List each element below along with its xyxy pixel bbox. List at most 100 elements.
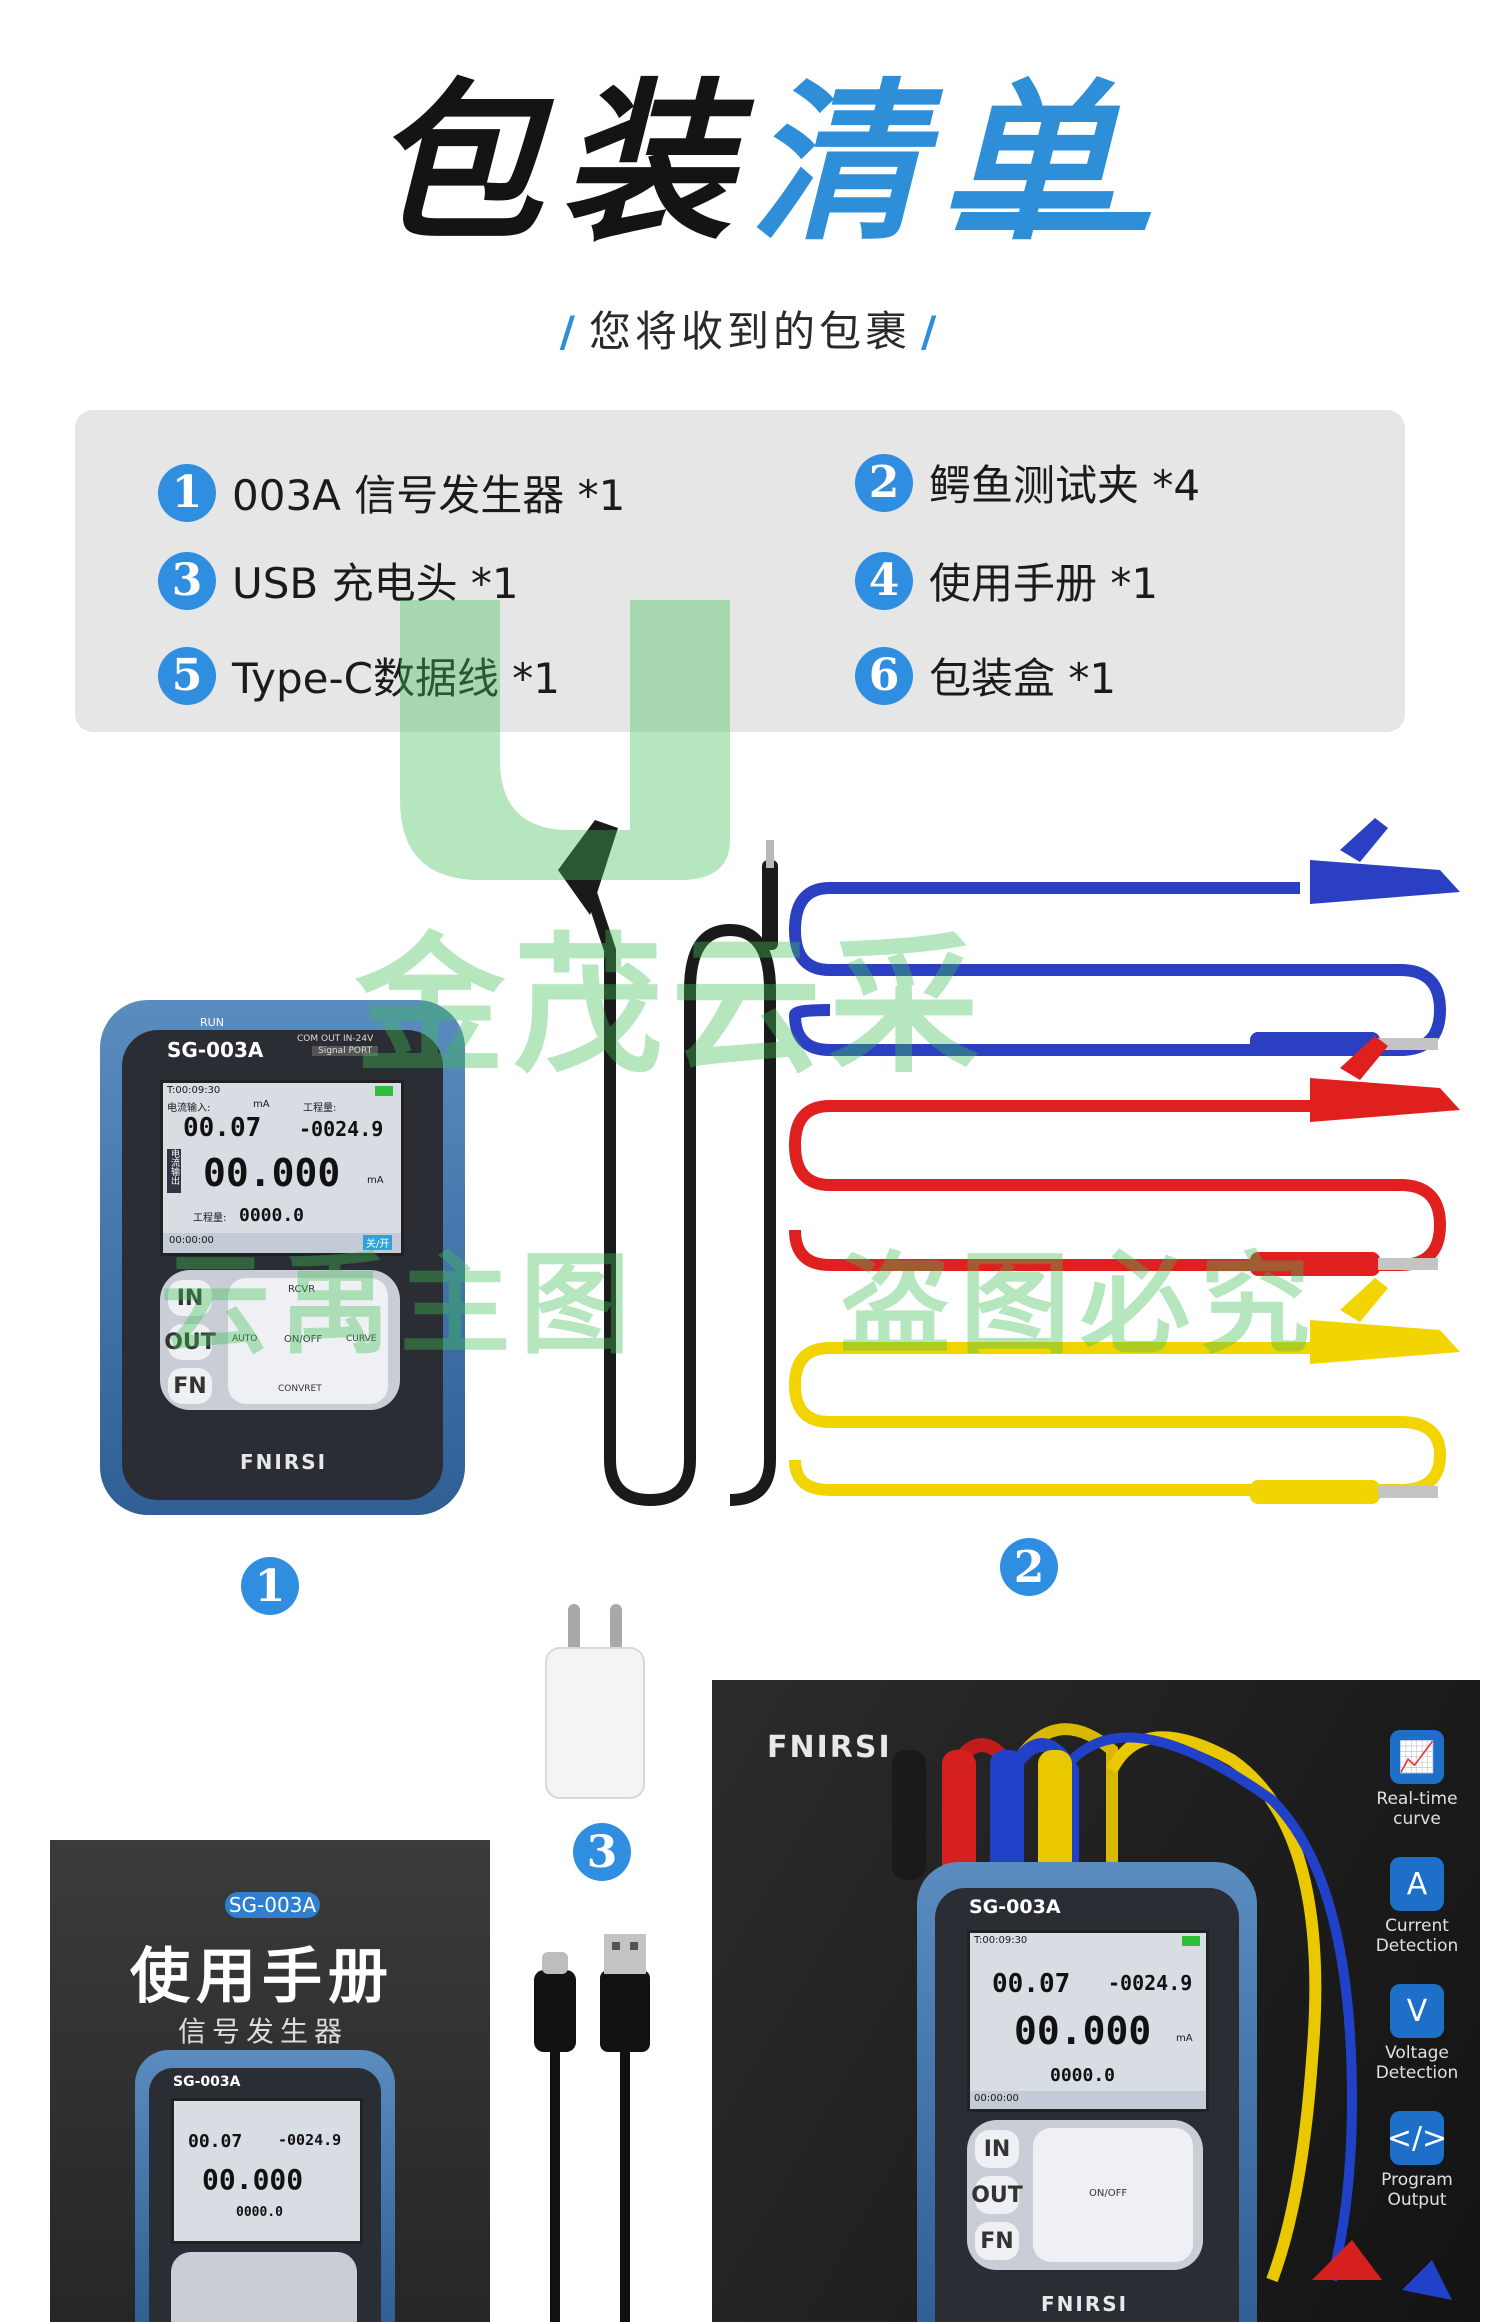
box-lcd-small: 00.07: [992, 1969, 1071, 1999]
manual-model-badge: SG-003A: [225, 1892, 320, 1918]
device-lcd-screen: T:00:09:30 电流输入: mA 工程量: 00.07 -0024.9 电…: [160, 1080, 404, 1256]
black-plug-tip-icon: [766, 840, 774, 868]
red-clip-lever-icon: [1340, 1036, 1388, 1080]
feature-program-output: </> Program Output: [1367, 2111, 1467, 2210]
lcd-value-range-2: 0000.0: [239, 1205, 305, 1226]
manual-device-image: SG-003A 00.07 -0024.9 00.000 0000.0: [135, 2050, 395, 2322]
contents-item-5: 5 Type-C数据线 *1: [158, 645, 560, 706]
feature-voltage-detection: V Voltage Detection: [1367, 1984, 1467, 2083]
blue-alligator-clip-icon: [1310, 860, 1460, 904]
lcd-input-label: 电流输入:: [167, 1103, 211, 1114]
box-leads-graphic: [892, 1723, 1452, 2300]
lcd-value-small: 00.07: [183, 1113, 262, 1143]
box-lcd-unit: mA: [1176, 2033, 1193, 2044]
callout-2: 2: [1000, 1538, 1058, 1596]
watermark-text-3: 盗图必究: [840, 1241, 1320, 1369]
fn-key: FN: [168, 1368, 212, 1404]
box-device-screen: T:00:09:30 00.07 -0024.9 00.000 mA 0000.…: [967, 1930, 1209, 2112]
manual-subtitle: 信号发生器: [178, 2015, 349, 2048]
item-label: 003A 信号发生器 *1: [232, 471, 626, 520]
user-manual: SG-003A 使用手册 信号发生器 SG-003A 00.07 -0024.9…: [50, 1840, 490, 2322]
ammeter-icon: A: [1390, 1857, 1444, 1912]
page-title: 包装清单: [0, 78, 1500, 250]
device-keypad: IN OUT FN RCVR AUTO ON/OFF CURVE CONVRET: [160, 1270, 400, 1410]
yellow-clip-lever-icon: [1340, 1278, 1388, 1322]
item-label: 鳄鱼测试夹 *4: [929, 461, 1201, 510]
box-lcd-big: 00.000: [1014, 2009, 1152, 2053]
box-in-key: IN: [975, 2130, 1019, 2168]
red-plug-tip-icon: [1378, 1258, 1438, 1270]
device-dpad: RCVR AUTO ON/OFF CURVE CONVRET: [228, 1278, 388, 1404]
feature-realtime-curve: 📈 Real-time curve: [1367, 1730, 1467, 1829]
lcd-unit: mA: [253, 1099, 270, 1110]
lcd-value-range: -0024.9: [299, 1117, 384, 1141]
type-c-cable-icon: [534, 1934, 650, 2322]
lcd-side-label: 电流输出: [167, 1149, 181, 1193]
box-device-brand: FNIRSI: [1041, 2292, 1129, 2316]
lcd-value-big: 00.000: [203, 1151, 341, 1195]
device-run-indicator: RUN: [200, 1016, 224, 1029]
box-lcd-status-time: 00:00:00: [974, 2093, 1019, 2104]
contents-item-3: 3 USB 充电头 *1: [158, 550, 519, 611]
contents-item-1: 1 003A 信号发生器 *1: [158, 462, 625, 523]
box-lcd-range2: 0000.0: [1050, 2065, 1116, 2086]
manual-device-model: SG-003A: [173, 2074, 241, 2090]
manual-device-front: SG-003A 00.07 -0024.9 00.000 0000.0: [149, 2068, 381, 2322]
device-model-label: SG-003A: [167, 1038, 264, 1062]
red-banana-plug-icon: [1250, 1252, 1380, 1276]
black-lead-cable: [574, 858, 776, 1507]
item-label: 包装盒 *1: [929, 654, 1117, 703]
manual-device-screen: 00.07 -0024.9 00.000 0000.0: [171, 2098, 363, 2244]
manual-lcd-range2: 0000.0: [236, 2205, 283, 2220]
feature-current-detection: A Current Detection: [1367, 1857, 1467, 1956]
contents-item-2: 2 鳄鱼测试夹 *4: [855, 452, 1200, 513]
yellow-plug-tip-icon: [1378, 1486, 1438, 1498]
box-device-dpad: ON/OFF: [1033, 2128, 1193, 2262]
dpad-up-label: RCVR: [288, 1284, 316, 1295]
packaging-box: FNIRSI SG-003A T:00:09:30 00.07 -0024.9 …: [712, 1680, 1480, 2322]
yellow-banana-plug-icon: [1250, 1480, 1380, 1504]
item-number-badge: 5: [158, 646, 216, 705]
item-label: 使用手册 *1: [929, 559, 1159, 608]
yellow-lead-cable: [788, 1342, 1447, 1496]
black-banana-plug-icon: [762, 860, 778, 950]
contents-item-6: 6 包装盒 *1: [855, 645, 1116, 706]
watermark-text-2: 云禹主图: [160, 1241, 640, 1369]
red-alligator-clip-icon: [1310, 1078, 1460, 1122]
box-device-image: SG-003A T:00:09:30 00.07 -0024.9 00.000 …: [917, 1862, 1257, 2322]
usb-charger-icon: [545, 1604, 645, 1799]
box-lcd-range: -0024.9: [1108, 1971, 1193, 1995]
item-label: Type-C数据线 *1: [232, 654, 561, 703]
watermark-text-1: 金茂云采: [355, 920, 988, 1094]
lcd-range-label-2: 工程量:: [193, 1213, 227, 1224]
box-lcd-time: T:00:09:30: [974, 1935, 1028, 1946]
signal-port-label: Signal PORT: [312, 1046, 379, 1056]
lcd-status-toggle: 关/开: [363, 1235, 393, 1250]
slash-right-icon: /: [921, 307, 941, 356]
in-key: IN: [168, 1280, 212, 1316]
feature-label: Current Detection: [1375, 1916, 1459, 1956]
item-number-badge: 2: [855, 453, 913, 512]
device-port-labels: COM OUT IN-24V: [297, 1034, 374, 1044]
box-device-keypad: IN OUT FN ON/OFF: [967, 2120, 1203, 2270]
lcd-status-time: 00:00:00: [169, 1235, 214, 1246]
box-out-key: OUT: [971, 2176, 1023, 2214]
watermark-logo-icon: [360, 560, 860, 890]
box-device-model: SG-003A: [969, 1896, 1061, 1918]
manual-device-keypad: [171, 2252, 357, 2322]
lcd-unit-big: mA: [367, 1175, 384, 1186]
manual-lcd-big: 00.000: [202, 2163, 304, 2196]
out-key: OUT: [164, 1324, 216, 1360]
box-lcd-status-bar: [970, 2091, 1206, 2109]
lcd-time: T:00:09:30: [167, 1085, 221, 1096]
box-fn-key: FN: [975, 2222, 1019, 2260]
manual-title: 使用手册: [130, 1942, 394, 2012]
box-dpad-center-label: ON/OFF: [1089, 2188, 1128, 2199]
red-lead-cable: [788, 1100, 1447, 1271]
blue-lead-cable: [788, 882, 1447, 1056]
blue-banana-plug-icon: [1250, 1032, 1380, 1056]
callout-3: 3: [573, 1823, 631, 1881]
dpad-down-label: CONVRET: [278, 1384, 322, 1394]
title-part2: 清单: [750, 63, 1130, 264]
lcd-status-bar: [163, 1233, 401, 1253]
